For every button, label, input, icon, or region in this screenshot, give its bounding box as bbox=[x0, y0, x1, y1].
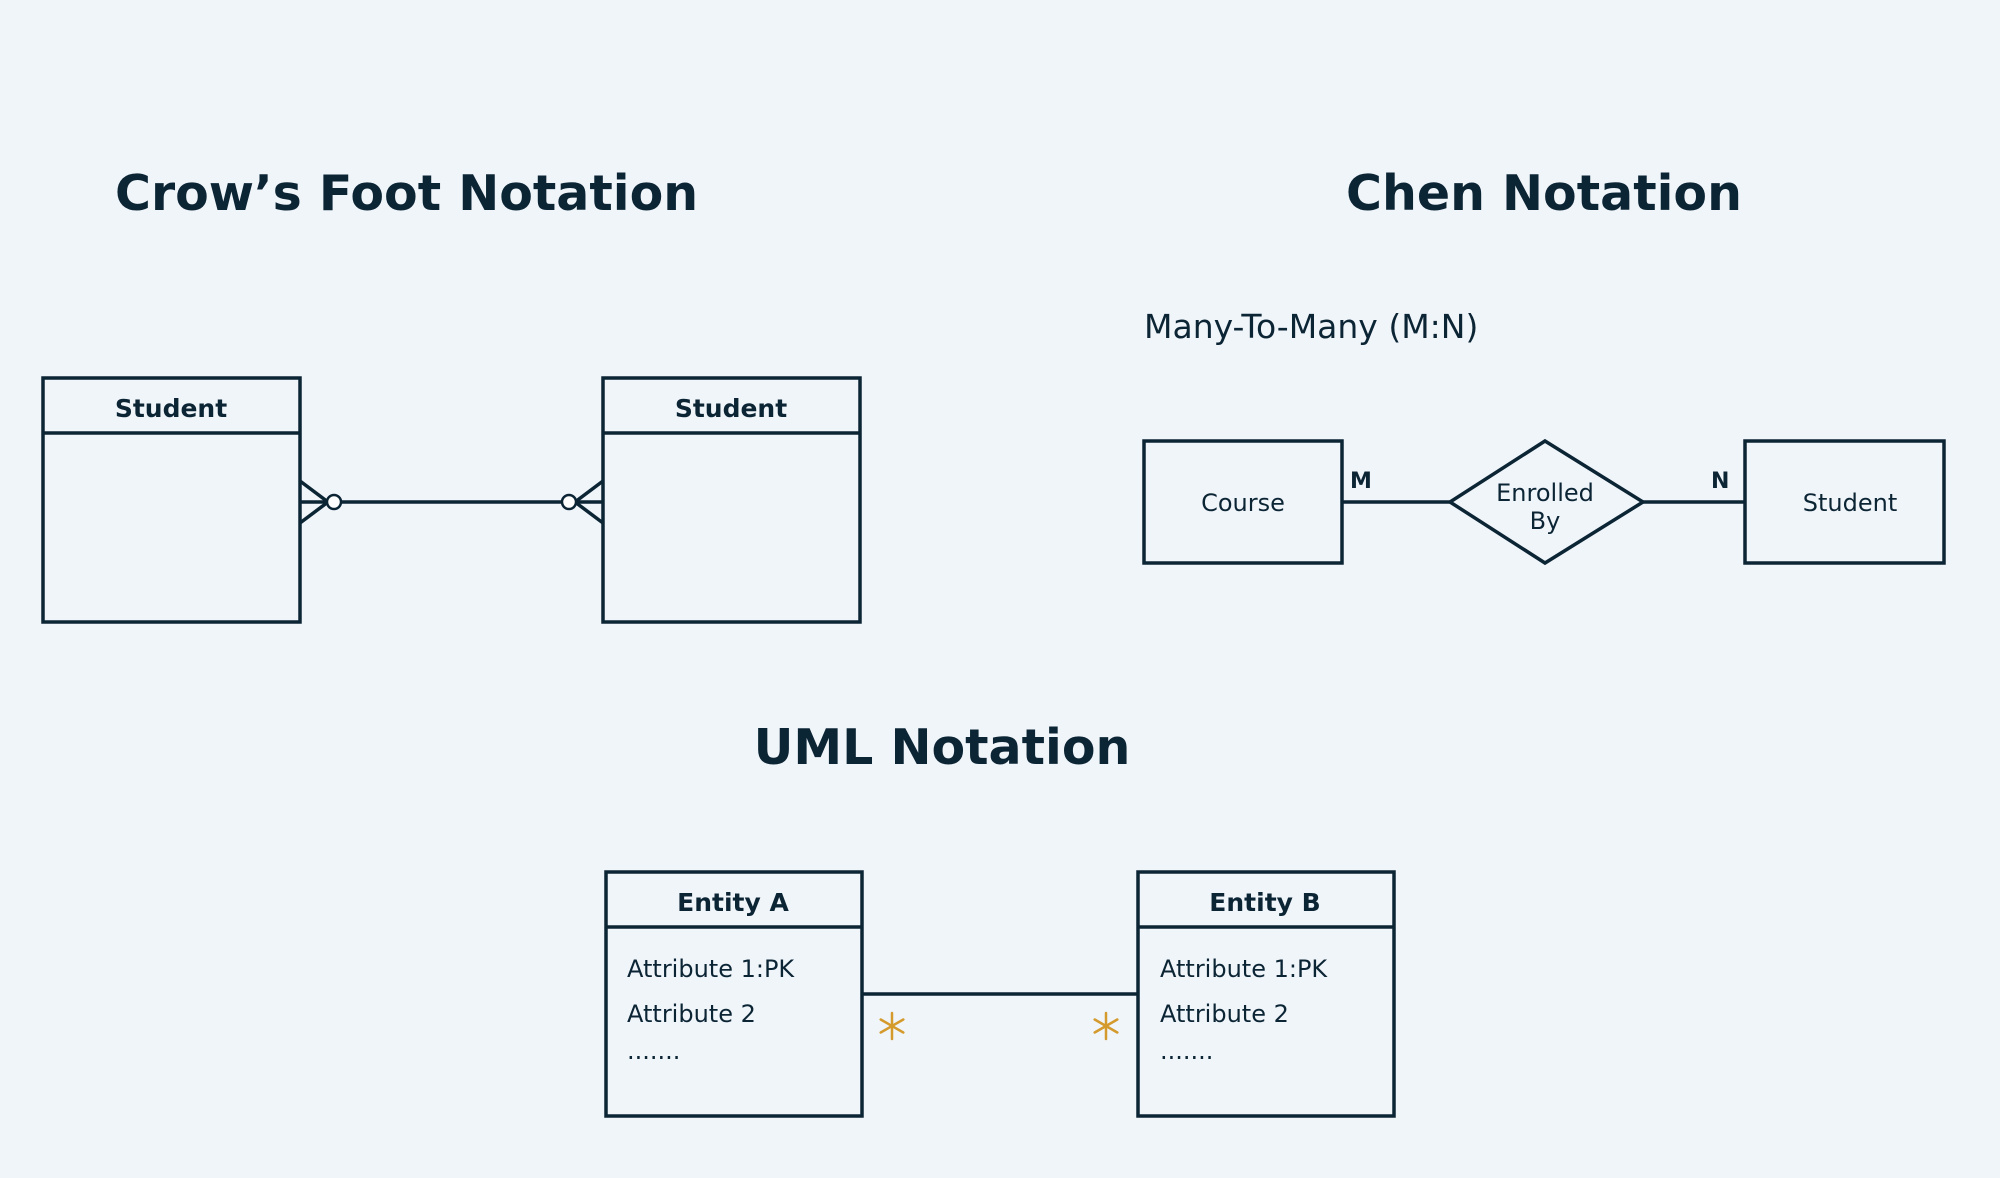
entity-title: Entity B bbox=[1209, 888, 1320, 917]
attribute-ellipsis: ....... bbox=[627, 1037, 680, 1065]
entity-title: Entity A bbox=[677, 888, 789, 917]
uml-entity-b: Entity B Attribute 1:PK Attribute 2 ....… bbox=[1136, 870, 1396, 1118]
attribute-2: Attribute 2 bbox=[1160, 1000, 1289, 1028]
crows-foot-left-entity: Student bbox=[41, 376, 302, 624]
chen-relationship-diamond bbox=[1446, 438, 1647, 566]
chen-relationship-label-line1: Enrolled bbox=[1496, 479, 1594, 507]
entity-box bbox=[601, 376, 862, 624]
attribute-ellipsis: ....... bbox=[1160, 1037, 1213, 1065]
chen-entity-student-label: Student bbox=[1803, 489, 1897, 517]
entity-box bbox=[41, 376, 302, 624]
zero-optional-circle-left bbox=[325, 493, 343, 511]
chen-heading: Chen Notation bbox=[1346, 165, 1742, 222]
attribute-2: Attribute 2 bbox=[627, 1000, 756, 1028]
crows-foot-right-prong-top bbox=[573, 479, 605, 504]
chen-entity-course-label: Course bbox=[1201, 489, 1285, 517]
crows-foot-left-prong-bottom bbox=[298, 500, 330, 525]
chen-subtitle: Many-To-Many (M:N) bbox=[1144, 307, 1478, 346]
crows-foot-heading: Crow’s Foot Notation bbox=[115, 165, 698, 222]
zero-optional-circle-right bbox=[560, 493, 578, 511]
chen-left-cardinality: M bbox=[1350, 469, 1372, 494]
crows-foot-left-prong-top bbox=[298, 479, 330, 504]
crows-foot-relationship-line bbox=[298, 479, 605, 525]
entity-title: Student bbox=[115, 394, 227, 423]
uml-multiplicity-left-icon bbox=[879, 1011, 905, 1041]
uml-section: UML Notation Entity A Attribute 1:PK Att… bbox=[604, 719, 1396, 1118]
uml-multiplicity-right-icon bbox=[1093, 1011, 1119, 1041]
crows-foot-right-entity: Student bbox=[601, 376, 862, 624]
crows-foot-section: Crow’s Foot Notation Student Student bbox=[41, 165, 862, 624]
entity-title: Student bbox=[675, 394, 787, 423]
chen-relationship-label-line2: By bbox=[1530, 507, 1561, 535]
chen-right-cardinality: N bbox=[1711, 469, 1729, 494]
uml-heading: UML Notation bbox=[754, 719, 1131, 776]
uml-entity-a: Entity A Attribute 1:PK Attribute 2 ....… bbox=[604, 870, 864, 1118]
chen-entity-student bbox=[1743, 439, 1946, 565]
crows-foot-right-prong-bottom bbox=[573, 500, 605, 525]
attribute-pk: Attribute 1:PK bbox=[627, 955, 795, 983]
chen-section: Chen Notation Many-To-Many (M:N) Course … bbox=[1142, 165, 1946, 566]
attribute-pk: Attribute 1:PK bbox=[1160, 955, 1328, 983]
